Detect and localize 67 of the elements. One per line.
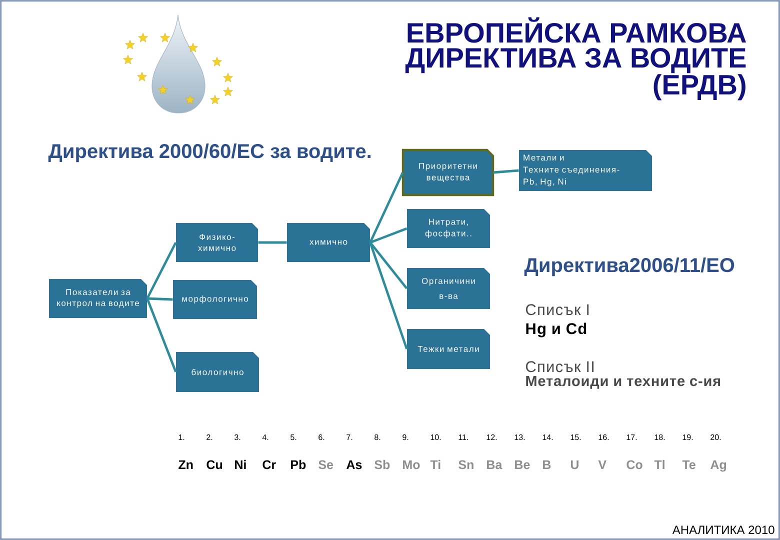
- element-symbol: Be: [515, 460, 530, 470]
- element-symbol: Cr: [262, 460, 276, 470]
- connector-line: [147, 297, 173, 301]
- list-number: 12.: [486, 434, 497, 440]
- element-symbol: Se: [318, 460, 334, 470]
- list-heading: Списък II: [526, 361, 594, 372]
- connector-line: [369, 242, 408, 290]
- connector-line: [493, 169, 519, 174]
- list-number: 14.: [542, 434, 553, 440]
- connector-line: [146, 298, 177, 372]
- category-box: Тежки метали: [407, 329, 490, 369]
- list-number: 13.: [514, 434, 525, 440]
- connector-line: [369, 242, 408, 350]
- list-number: 17.: [626, 434, 637, 440]
- list-number: 20.: [710, 434, 721, 440]
- category-box: Показатели за контрол на водите: [49, 279, 147, 318]
- connector-line: [370, 227, 408, 244]
- list-number: 1.: [178, 434, 184, 440]
- connector-line: [258, 241, 287, 244]
- element-symbol: Zn: [178, 460, 193, 469]
- category-box: Приоритетни вещества: [402, 148, 494, 196]
- connector-line: [146, 242, 177, 300]
- list-number: 8.: [374, 434, 380, 440]
- list-number: 3.: [234, 434, 240, 440]
- element-symbol: Sn: [458, 460, 474, 470]
- category-box: биологично: [176, 352, 259, 392]
- list-number: 18.: [654, 434, 665, 440]
- list-number: 11.: [458, 434, 468, 440]
- element-symbol: Ti: [430, 460, 440, 469]
- element-symbol: As: [346, 460, 362, 470]
- category-box: химично: [287, 223, 370, 262]
- list-number: 10.: [430, 434, 441, 440]
- element-symbol: V: [598, 460, 606, 469]
- footer-text: АНАЛИТИКА 2010: [672, 526, 774, 534]
- element-symbol: Ba: [487, 460, 502, 470]
- element-symbol: Te: [682, 460, 696, 470]
- list-text: Hg и Cd: [526, 322, 586, 338]
- list-number: 6.: [318, 434, 324, 440]
- element-symbol: Tl: [654, 460, 664, 469]
- element-symbol: Ag: [710, 460, 726, 472]
- list-number: 16.: [598, 434, 609, 440]
- list-number: 19.: [682, 434, 693, 440]
- list-number: 7.: [346, 434, 352, 440]
- element-symbol: Sb: [374, 460, 390, 470]
- list-number: 2.: [206, 434, 212, 440]
- category-box: Нитрати, фосфати..: [407, 209, 490, 248]
- element-symbol: Mo: [403, 460, 420, 470]
- element-symbol: Ni: [235, 460, 246, 469]
- list-number: 5.: [290, 434, 296, 440]
- element-symbol: U: [570, 460, 578, 470]
- category-box: Метали и Техните съединения- Pb, Hg, Ni: [519, 150, 652, 191]
- title: ЕВРОПЕЙСКА РАМКОВА ДИРЕКТИВА ЗА ВОДИТЕ (ЕРДВ): [405, 17, 746, 100]
- category-box: Органичини в-ва: [407, 268, 490, 309]
- element-symbol: Co: [626, 460, 642, 470]
- list-text: Металоиди и техните с-ия: [526, 376, 720, 389]
- element-symbol: Cu: [206, 460, 222, 470]
- category-box: морфологично: [173, 280, 257, 319]
- list-number: 15.: [570, 434, 581, 440]
- element-symbol: Pb: [291, 460, 306, 470]
- list-number: 9.: [402, 434, 408, 440]
- subheading: Директива 2000/60/ЕС за водите.: [48, 144, 370, 162]
- category-box: Физико- химично: [176, 223, 258, 262]
- list-number: 4.: [262, 434, 268, 440]
- element-symbol: B: [543, 460, 551, 469]
- connector-line: [369, 172, 404, 243]
- subheading: Директива2006/11/ЕО: [524, 258, 734, 276]
- list-heading: Списък I: [526, 304, 589, 316]
